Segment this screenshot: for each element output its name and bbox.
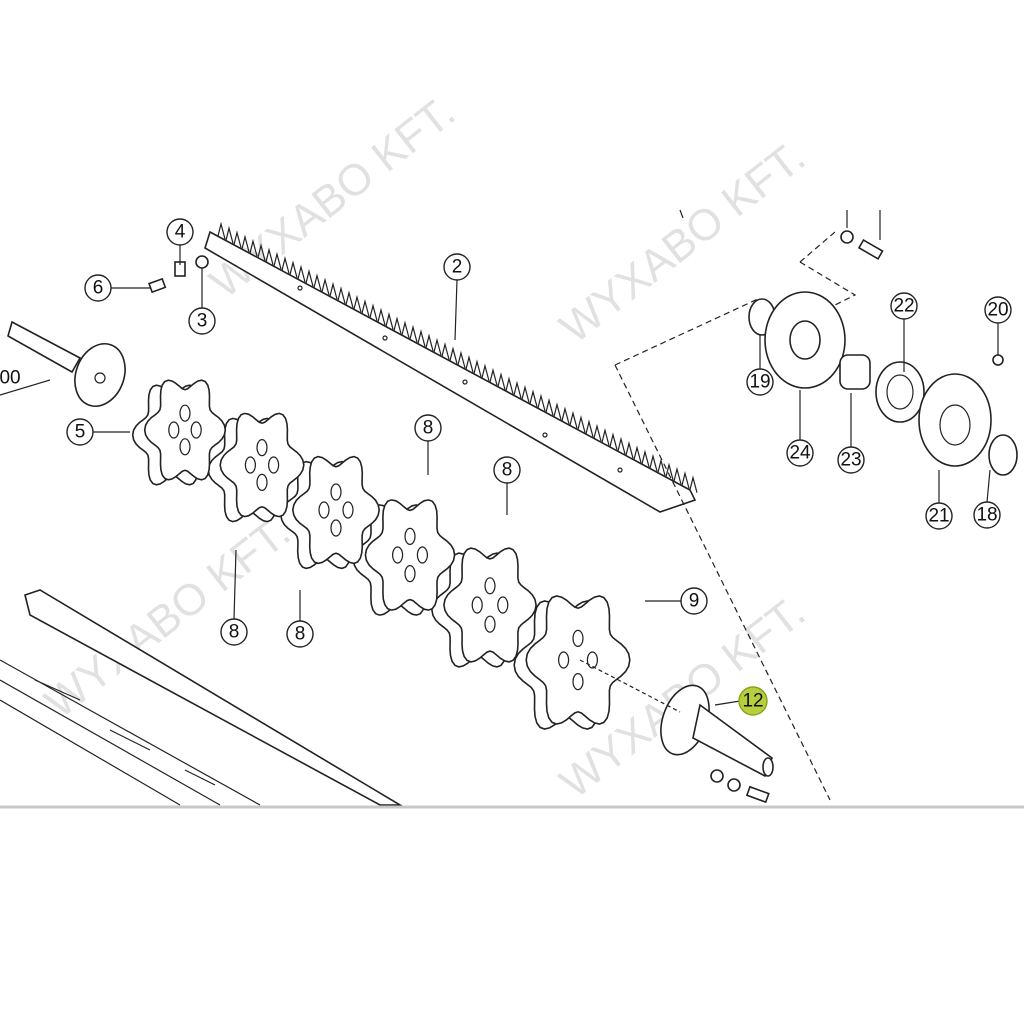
callout-18[interactable]: 18 — [973, 501, 1001, 529]
callout-label: 24 — [789, 443, 811, 464]
callout-24[interactable]: 24 — [786, 439, 814, 467]
bolt-hole — [342, 501, 354, 519]
callout-6[interactable]: 6 — [84, 274, 112, 302]
watermark: WYXABO KFT. — [201, 87, 464, 308]
callout-label: 8 — [502, 460, 513, 481]
bolt-hole — [586, 651, 599, 669]
callout-8[interactable]: 8 — [286, 620, 314, 648]
bolt-hole — [484, 577, 496, 595]
bolt-hole — [190, 421, 202, 439]
callout-label: 21 — [928, 506, 949, 527]
callout-label: 18 — [976, 505, 997, 526]
callout-label: 12 — [742, 691, 763, 712]
lower-frame — [0, 589, 403, 806]
callout-label: 2 — [452, 257, 463, 278]
callout-4[interactable]: 4 — [166, 218, 194, 246]
bolt-hole — [572, 629, 584, 648]
callout-2[interactable]: 2 — [443, 253, 471, 281]
star-wheel-front-face — [143, 379, 227, 481]
callout-5[interactable]: 5 — [66, 418, 94, 446]
callout-label: 8 — [229, 622, 240, 643]
bolt-hole — [572, 672, 584, 691]
star-wheels — [131, 379, 631, 730]
star-wheel — [513, 595, 631, 730]
lower-blank-area — [0, 806, 1024, 1024]
callout-label: 6 — [93, 278, 104, 299]
bolt-hole — [268, 456, 280, 474]
callout-label: 23 — [840, 450, 861, 471]
bolt-hole — [168, 421, 180, 439]
bolt-hole — [404, 527, 416, 546]
callout-label: 22 — [893, 296, 914, 317]
callout-label: 8 — [295, 624, 306, 645]
star-wheel-front-face — [291, 455, 381, 565]
star-wheel-front-face — [443, 547, 537, 663]
star-wheel — [431, 547, 537, 668]
output-shaft — [579, 659, 774, 778]
callout-21[interactable]: 21 — [925, 502, 953, 530]
callout-label: 8 — [423, 418, 434, 439]
callout-3[interactable]: 3 — [188, 307, 216, 335]
star-wheel-front-face — [364, 499, 456, 611]
callout-22[interactable]: 22 — [890, 292, 918, 320]
bolt-hole — [256, 439, 268, 457]
bolt-hole — [256, 473, 268, 491]
callout-20[interactable]: 20 — [984, 296, 1012, 324]
hardware — [148, 230, 1004, 804]
star-wheel — [207, 412, 305, 523]
bolt-hole — [484, 615, 496, 633]
star-wheel — [131, 379, 227, 486]
callout-100[interactable]: 00 — [0, 368, 21, 389]
bolt-hole — [330, 483, 342, 501]
bolt-hole — [179, 404, 191, 422]
callout-label: 19 — [749, 372, 770, 393]
star-wheel-front-face — [525, 595, 631, 725]
bolt-hole — [244, 456, 256, 474]
callout-label: 9 — [689, 591, 700, 612]
bolt-hole — [179, 438, 191, 456]
bolt-hole — [404, 564, 416, 583]
bolt-hole — [330, 519, 342, 537]
callout-label: 20 — [987, 300, 1008, 321]
callout-label: 5 — [75, 422, 86, 443]
callout-label: 00 — [0, 368, 21, 389]
bolt-hole — [392, 546, 404, 564]
bolt-hole — [318, 501, 330, 519]
bolt-hole — [557, 651, 570, 669]
callout-8[interactable]: 8 — [493, 456, 521, 484]
callout-label: 4 — [175, 222, 186, 243]
callout-label: 3 — [197, 311, 208, 332]
callout-23[interactable]: 23 — [837, 446, 865, 474]
bolt-hole — [471, 596, 483, 614]
callout-12-highlighted[interactable]: 12 — [738, 686, 768, 716]
leader-lines — [0, 209, 999, 706]
callouts: 4 6 3 2 00 5 8 8 8 8 9 12 19 22 20 24 23… — [0, 218, 1012, 716]
callout-19[interactable]: 19 — [746, 368, 774, 396]
bearing-assembly — [614, 231, 1018, 801]
star-wheel-front-face — [219, 412, 305, 518]
callout-9[interactable]: 9 — [680, 587, 708, 615]
bolt-hole — [497, 596, 509, 614]
input-shaft — [7, 320, 126, 407]
bolt-hole — [416, 546, 428, 564]
knife-bar — [204, 221, 698, 513]
callout-8[interactable]: 8 — [220, 618, 248, 646]
callout-8[interactable]: 8 — [414, 414, 442, 442]
star-wheel — [352, 499, 456, 616]
